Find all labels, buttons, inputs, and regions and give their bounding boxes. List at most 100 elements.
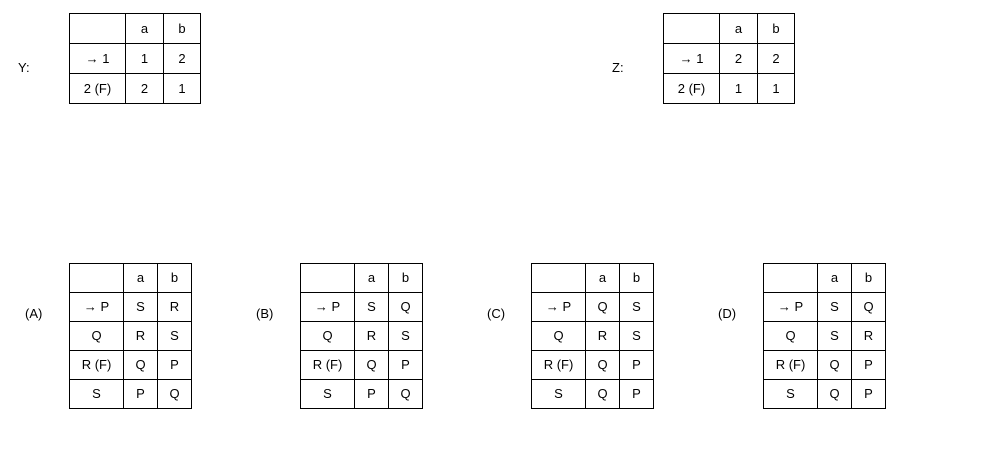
transition-cell: 1 bbox=[757, 73, 795, 104]
state-cell: R (F) bbox=[531, 350, 586, 380]
state-cell: → P bbox=[531, 292, 586, 322]
input-symbol-header: a bbox=[125, 13, 164, 44]
state-cell: → 1 bbox=[69, 43, 126, 74]
transition-cell: 2 bbox=[719, 43, 758, 74]
machine-label-z: Z: bbox=[612, 60, 624, 75]
transition-cell: P bbox=[619, 379, 654, 409]
option-label-b: (B) bbox=[256, 306, 274, 321]
transition-cell: S bbox=[817, 321, 852, 351]
transition-cell: R bbox=[354, 321, 389, 351]
state-cell: S bbox=[300, 379, 355, 409]
transition-cell: Q bbox=[123, 350, 158, 380]
input-symbol-header: b bbox=[157, 263, 192, 293]
machine-label-y: Y: bbox=[18, 60, 30, 75]
header-corner-cell bbox=[663, 13, 720, 44]
input-symbol-header: a bbox=[817, 263, 852, 293]
state-cell: Q bbox=[531, 321, 586, 351]
state-cell: Q bbox=[763, 321, 818, 351]
state-cell: S bbox=[763, 379, 818, 409]
state-cell: → P bbox=[763, 292, 818, 322]
transition-cell: P bbox=[157, 350, 192, 380]
transition-cell: Q bbox=[585, 379, 620, 409]
transition-cell: S bbox=[157, 321, 192, 351]
transition-cell: Q bbox=[585, 350, 620, 380]
transition-cell: 1 bbox=[719, 73, 758, 104]
header-corner-cell bbox=[69, 263, 124, 293]
transition-cell: Q bbox=[388, 292, 423, 322]
transition-cell: P bbox=[851, 379, 886, 409]
transition-cell: Q bbox=[817, 379, 852, 409]
transition-cell: R bbox=[585, 321, 620, 351]
state-cell: → 1 bbox=[663, 43, 720, 74]
option-label-d: (D) bbox=[718, 306, 737, 321]
transition-cell: S bbox=[619, 321, 654, 351]
transition-cell: P bbox=[388, 350, 423, 380]
input-symbol-header: b bbox=[388, 263, 423, 293]
transition-cell: P bbox=[619, 350, 654, 380]
transition-cell: S bbox=[354, 292, 389, 322]
transition-cell: P bbox=[354, 379, 389, 409]
header-corner-cell bbox=[300, 263, 355, 293]
transition-cell: 2 bbox=[757, 43, 795, 74]
state-cell: R (F) bbox=[300, 350, 355, 380]
transition-cell: 2 bbox=[125, 73, 164, 104]
input-symbol-header: b bbox=[851, 263, 886, 293]
state-cell: R (F) bbox=[763, 350, 818, 380]
input-symbol-header: a bbox=[354, 263, 389, 293]
transition-cell: R bbox=[851, 321, 886, 351]
state-cell: R (F) bbox=[69, 350, 124, 380]
transition-cell: S bbox=[123, 292, 158, 322]
header-corner-cell bbox=[531, 263, 586, 293]
header-corner-cell bbox=[69, 13, 126, 44]
transition-cell: 1 bbox=[125, 43, 164, 74]
input-symbol-header: b bbox=[163, 13, 201, 44]
input-symbol-header: a bbox=[585, 263, 620, 293]
transition-cell: 2 bbox=[163, 43, 201, 74]
state-cell: → P bbox=[69, 292, 124, 322]
transition-cell: S bbox=[817, 292, 852, 322]
input-symbol-header: b bbox=[619, 263, 654, 293]
transition-cell: Q bbox=[817, 350, 852, 380]
transition-cell: P bbox=[123, 379, 158, 409]
transition-cell: R bbox=[123, 321, 158, 351]
transition-cell: Q bbox=[585, 292, 620, 322]
state-cell: 2 (F) bbox=[663, 73, 720, 104]
state-cell: S bbox=[531, 379, 586, 409]
transition-cell: Q bbox=[388, 379, 423, 409]
input-symbol-header: b bbox=[757, 13, 795, 44]
header-corner-cell bbox=[763, 263, 818, 293]
state-cell: → P bbox=[300, 292, 355, 322]
state-cell: Q bbox=[300, 321, 355, 351]
input-symbol-header: a bbox=[123, 263, 158, 293]
transition-cell: Q bbox=[851, 292, 886, 322]
transition-cell: Q bbox=[157, 379, 192, 409]
